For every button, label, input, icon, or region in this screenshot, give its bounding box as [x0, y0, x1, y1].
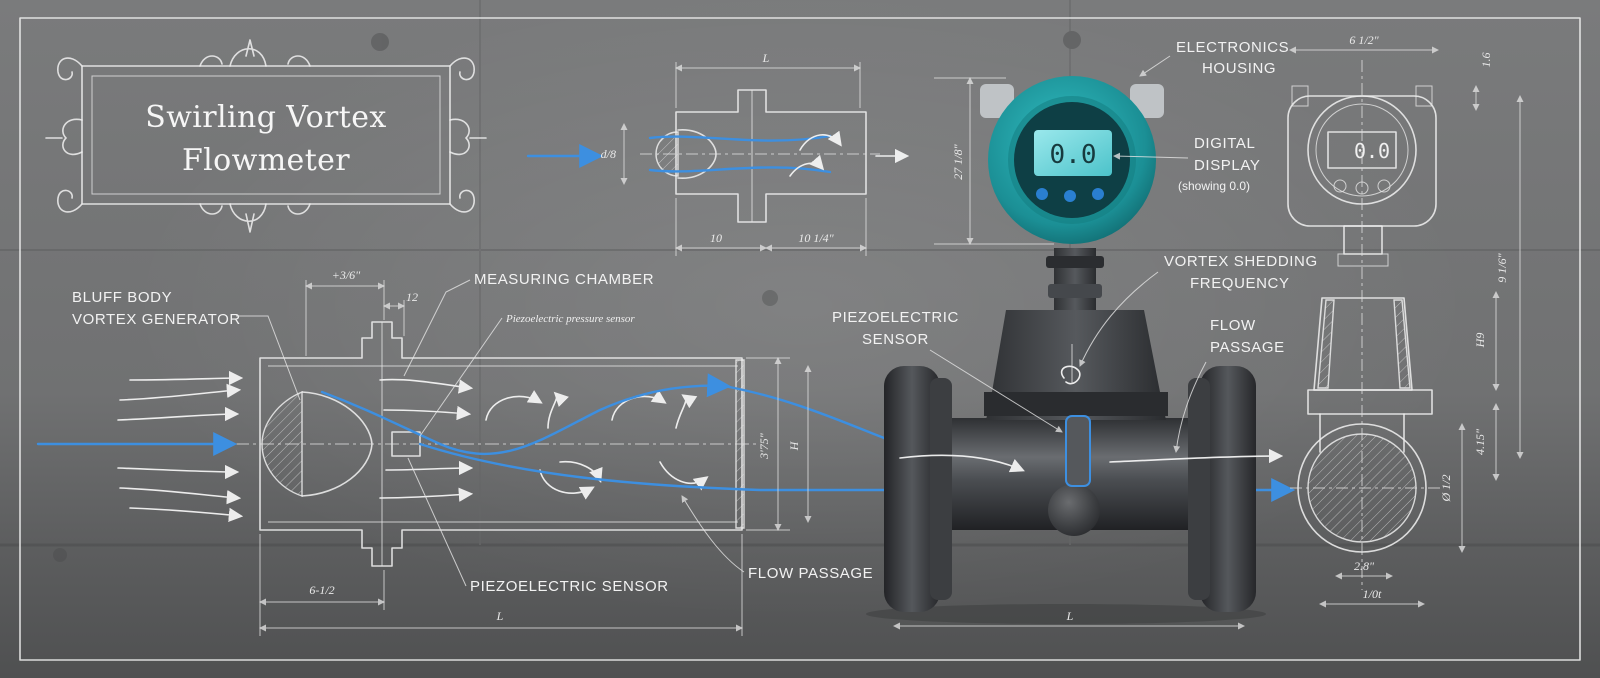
label-display-line3: (showing 0.0)	[1178, 179, 1250, 193]
dim-left-small: +3/6"	[332, 268, 361, 282]
dim-top-d: d/8	[601, 147, 616, 161]
dim-top-L: L	[762, 51, 770, 65]
label-pressure-sensor: Piezoelectric pressure sensor	[505, 313, 635, 325]
label-vortex-line1: VORTEX SHEDDING	[1164, 253, 1318, 270]
dim-side-16: 1.6	[1479, 53, 1493, 68]
dim-left-H: H	[787, 440, 801, 451]
flowmeter-photo: 0.0 L 27 1/8"	[866, 76, 1284, 630]
title-line1: Swirling Vortex	[145, 100, 386, 135]
label-bluff-line2: VORTEX GENERATOR	[72, 311, 241, 328]
label-flow-right-line2: PASSAGE	[1210, 339, 1285, 356]
label-piezo-right-line1: PIEZOELECTRIC	[832, 309, 959, 326]
label-display-line1: DIGITAL	[1194, 135, 1255, 152]
dim-left-12: 12	[406, 290, 418, 304]
label-measuring-chamber: MEASURING CHAMBER	[474, 271, 654, 288]
dim-left-6half: 6-1/2	[309, 583, 334, 597]
dim-photo-L: L	[1066, 609, 1074, 623]
top-cross-section: L d/8 10 10 1/4"	[526, 51, 910, 256]
side-display-value: 0.0	[1354, 139, 1390, 163]
title-frame: Swirling Vortex Flowmeter	[45, 39, 487, 233]
label-bluff-line1: BLUFF BODY	[72, 289, 172, 306]
label-piezo-bottom: PIEZOELECTRIC SENSOR	[470, 578, 669, 595]
ornate-frame-icon	[45, 39, 487, 233]
label-electronics-line2: HOUSING	[1202, 60, 1276, 77]
button-icon-1	[1036, 188, 1048, 200]
dim-side-H9: H9	[1473, 333, 1487, 349]
label-piezo-right-line2: SENSOR	[862, 331, 929, 348]
dim-top-10half: 10 1/4"	[798, 231, 834, 245]
button-icon-2	[1064, 190, 1076, 202]
label-vortex-line2: FREQUENCY	[1190, 275, 1290, 292]
dim-left-375: 3'75"	[757, 432, 771, 460]
label-flow-passage-bottom: FLOW PASSAGE	[748, 565, 873, 582]
side-elevation: 0.0 6 1/2" 1.6 9 1/6" H9 4.15" Ø 1/2 2.8…	[1287, 33, 1524, 608]
label-display-line2: DISPLAY	[1194, 157, 1260, 174]
title-line2: Flowmeter	[182, 143, 350, 178]
dim-side-916: 9 1/6"	[1495, 252, 1509, 282]
dim-side-28: 2.8"	[1354, 559, 1375, 573]
dim-side-415: 4.15"	[1473, 428, 1487, 455]
dim-side-phi: Ø 1/2	[1439, 475, 1453, 503]
dim-side-10: 1/0t	[1363, 587, 1382, 601]
blueprint-border	[19, 17, 1581, 661]
lcd-display-icon	[1034, 130, 1112, 176]
dim-side-6half: 6 1/2"	[1349, 33, 1379, 47]
label-flow-right-line1: FLOW	[1210, 317, 1256, 334]
label-electronics-line1: ELECTRONICS	[1176, 39, 1289, 56]
dim-top-10: 10	[710, 231, 722, 245]
right-flange	[1200, 366, 1256, 612]
display-value: 0.0	[1050, 140, 1097, 170]
left-flange	[884, 366, 940, 612]
photo-annotations: ELECTRONICS HOUSING DIGITAL DISPLAY (sho…	[832, 39, 1318, 453]
button-icon-3	[1092, 188, 1104, 200]
dim-height-27: 27 1/8"	[951, 143, 965, 179]
dim-left-L: L	[496, 609, 504, 623]
left-annotations: BLUFF BODY VORTEX GENERATOR MEASURING CH…	[72, 271, 873, 595]
